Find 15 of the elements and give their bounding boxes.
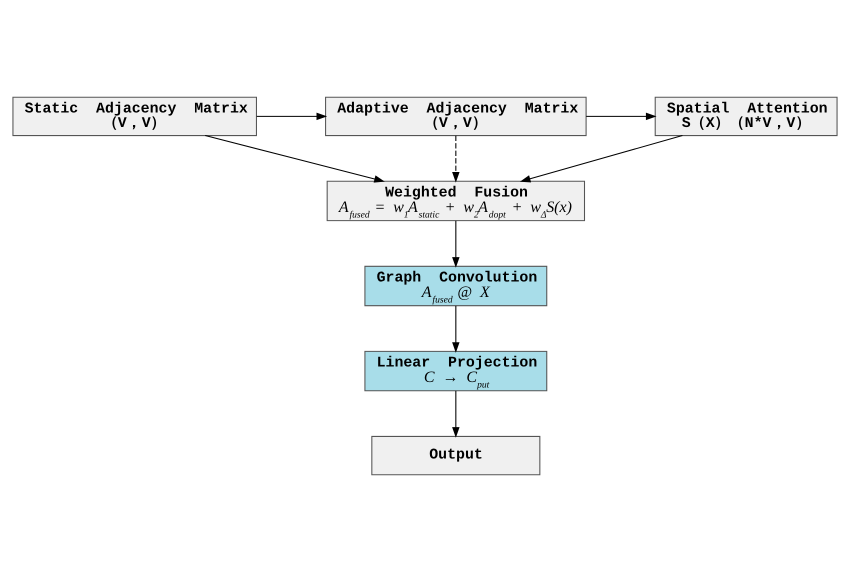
arrow [520, 135, 683, 182]
arrow [205, 135, 385, 183]
arrow [256, 112, 328, 120]
node-box: Adaptive Adjacency Matrix （V，V） [325, 96, 587, 136]
arrow [452, 220, 460, 268]
arrow [452, 136, 460, 183]
node-box: Output [371, 436, 540, 476]
arrow [452, 306, 460, 353]
node-box: Weighted Fusion A$_{fused}$ = w$_{1}$A$_{static}$ + w$_{2}$A$_{dopt}$ + w$_{Δ}$S(x) [326, 180, 586, 222]
node-box: Linear Projection C → C$_{put}$ [364, 350, 548, 392]
arrow [586, 112, 657, 120]
node-box: Graph Convolution A$_{fused}$ @ X [364, 266, 548, 306]
node-box: Static Adjacency Matrix （V，V） [12, 96, 257, 136]
arrow [452, 390, 460, 438]
node-box: Spatial Attention S（X）（N*V，V） [654, 96, 838, 136]
